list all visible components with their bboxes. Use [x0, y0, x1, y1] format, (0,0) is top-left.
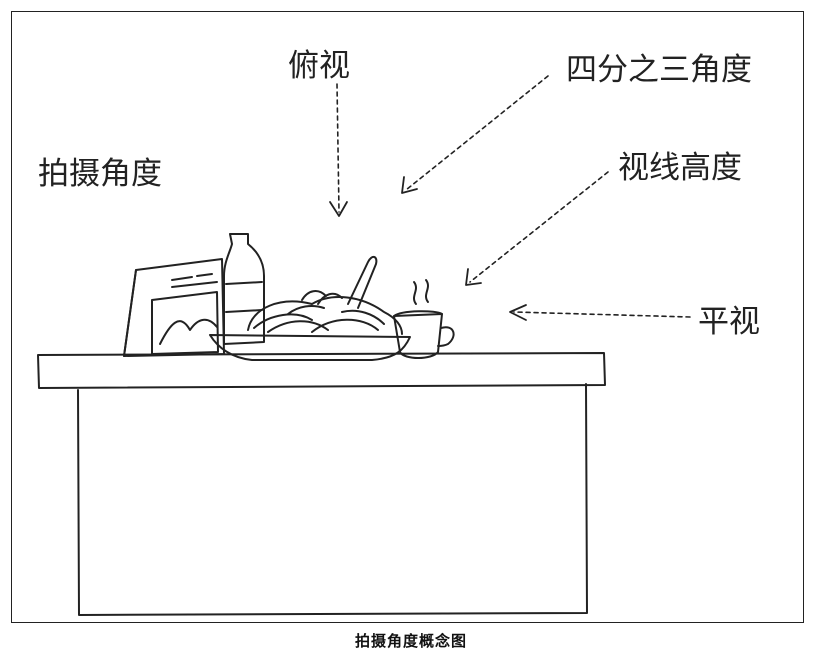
illustration-frame: 拍摄角度 俯视 四分之三角度 视线高度 平视	[11, 11, 804, 623]
bottle	[223, 233, 265, 345]
label-three-quarter: 四分之三角度	[566, 52, 752, 88]
food-bag	[123, 258, 225, 357]
arrow-flat	[513, 311, 691, 318]
arrow-top	[336, 83, 340, 213]
label-eye-level: 视线高度	[618, 150, 742, 186]
counter-top	[37, 352, 606, 389]
arrow-three-quarter	[405, 75, 549, 191]
arrowhead-eye-level	[465, 268, 482, 286]
figure-caption: 拍摄角度概念图	[354, 632, 467, 650]
cup	[393, 279, 455, 359]
pasta-bowl	[209, 256, 411, 361]
arrowhead-top	[329, 201, 348, 217]
sketch-canvas: 拍摄角度 俯视 四分之三角度 视线高度 平视	[37, 48, 760, 616]
arrowhead-flat	[509, 304, 527, 321]
counter-body	[77, 383, 588, 616]
arrow-eye-level	[469, 171, 609, 283]
label-main: 拍摄角度	[38, 156, 162, 192]
label-top-view: 俯视	[288, 48, 350, 84]
label-flat-view: 平视	[698, 304, 760, 340]
arrowhead-three-quarter	[401, 176, 418, 194]
